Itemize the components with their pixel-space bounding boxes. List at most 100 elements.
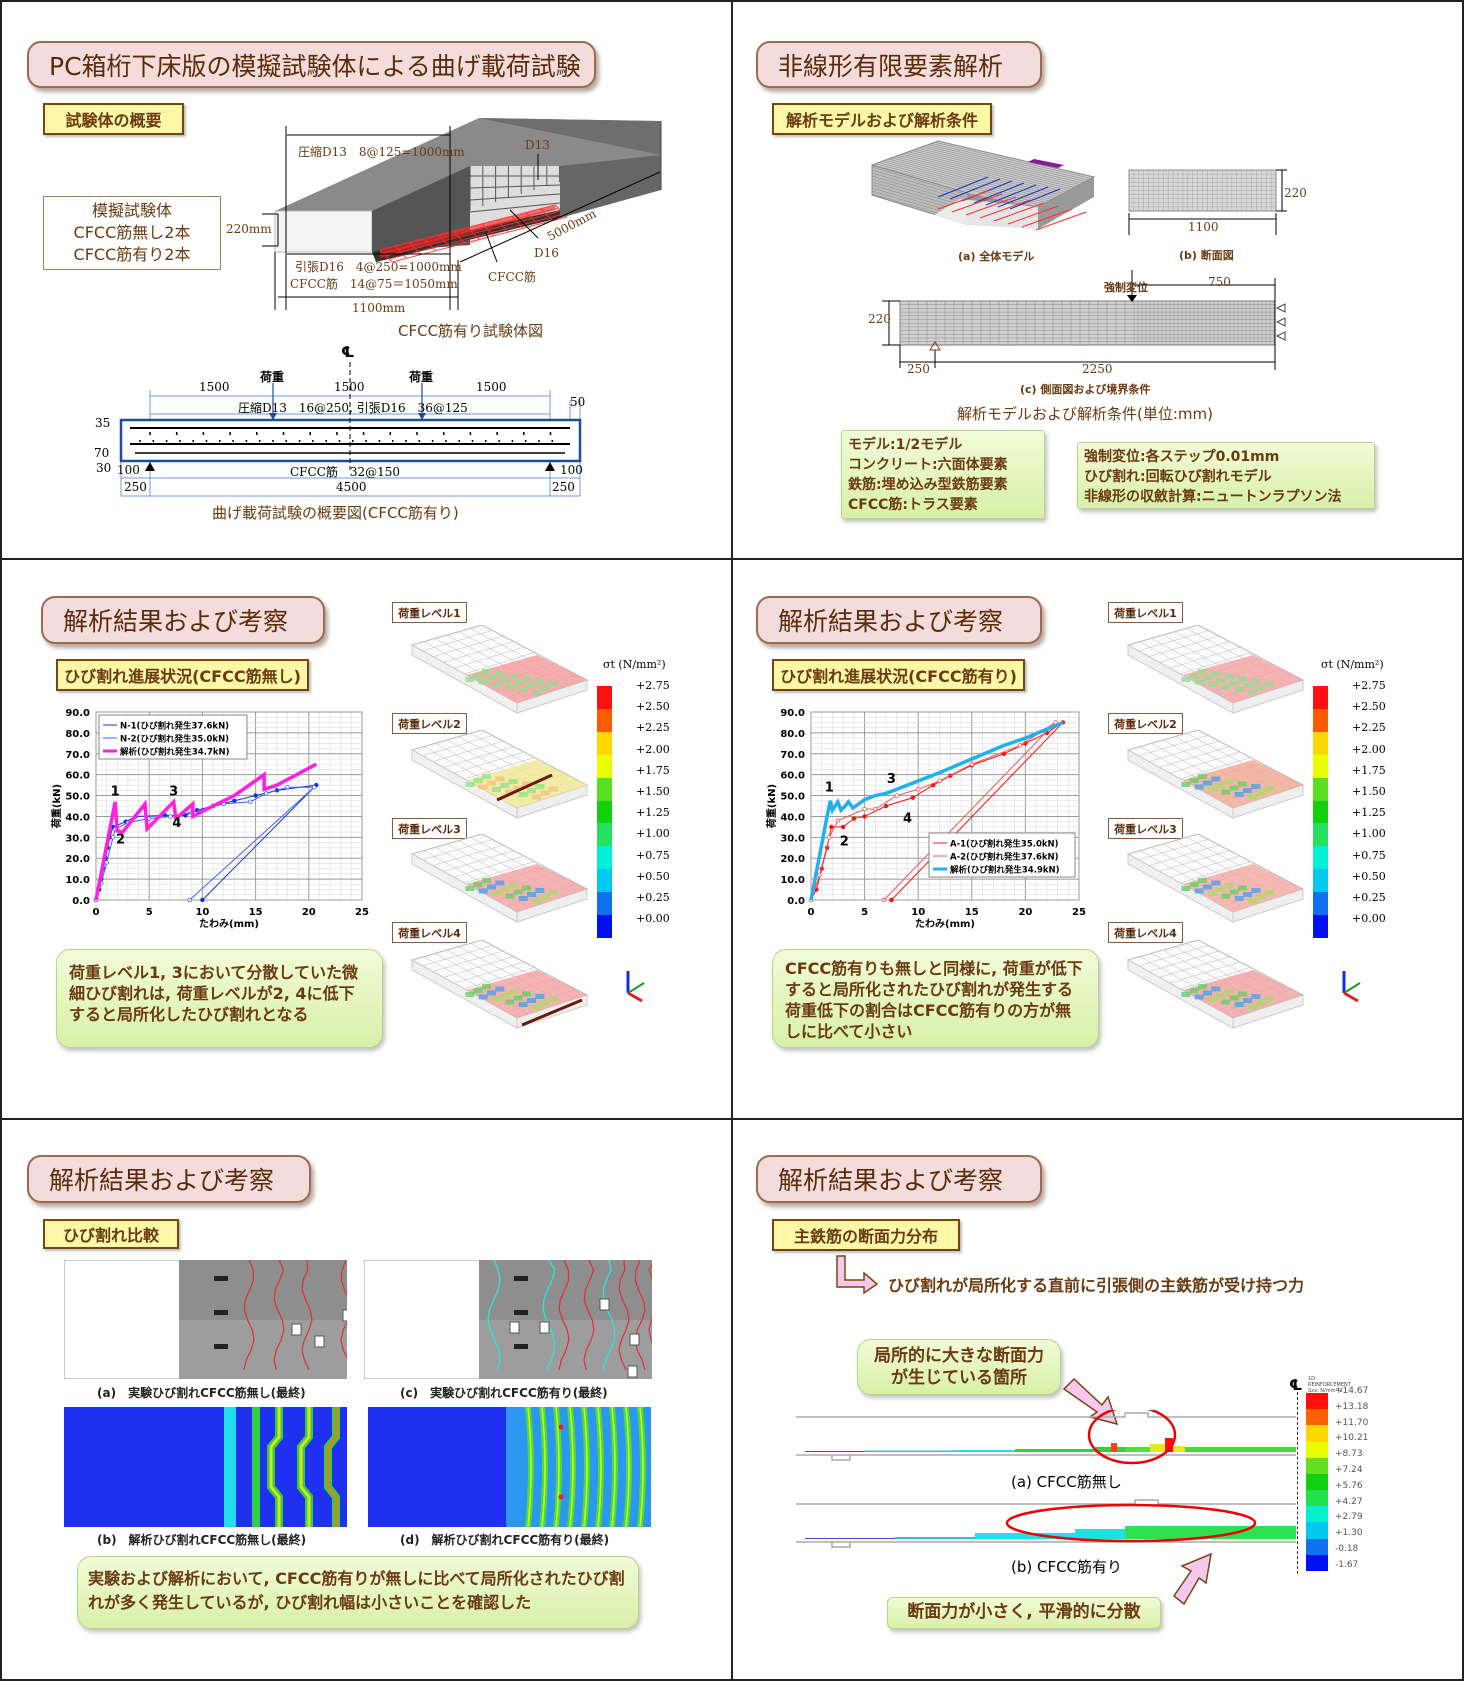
y-tick-label: 60.0 — [780, 771, 805, 782]
gauge-mark — [214, 1276, 228, 1281]
force-segment — [805, 1451, 865, 1452]
height-label: 220mm — [226, 222, 272, 236]
caption-without-cfcc: (a) CFCC筋無し — [1011, 1473, 1122, 1491]
colorbar-tick-label: +2.50 — [636, 700, 670, 714]
data-point — [873, 806, 878, 812]
crack-line — [618, 1260, 630, 1371]
y-tick-label: 40.0 — [65, 812, 90, 823]
data-point — [969, 762, 974, 767]
stress-spot — [1198, 878, 1207, 883]
stress-spot — [1256, 790, 1266, 796]
stress-spot — [513, 680, 523, 686]
condition-line: CFCC筋:トラス要素 — [848, 497, 978, 513]
stress-spot — [1248, 689, 1257, 695]
dim-30: 30 — [96, 461, 112, 475]
stress-spot — [532, 898, 541, 904]
stress-spot — [522, 676, 531, 682]
condition-line: 非線形の収斂計算:ニュートンラプソン法 — [1084, 489, 1342, 505]
x-tick-label: 25 — [355, 907, 369, 918]
force-segment — [1125, 1447, 1150, 1452]
stress-spot — [1251, 888, 1261, 893]
crack-line — [634, 1260, 646, 1371]
dim-250-right: 250 — [552, 480, 575, 494]
dim-2250: 2250 — [1082, 362, 1113, 376]
load-label-left: 荷重 — [260, 370, 285, 384]
cfcc-label: CFCC筋 — [488, 270, 536, 284]
stress-spot — [478, 679, 488, 685]
load-level-3-label: 荷重レベル3 — [392, 818, 467, 839]
stress-spot — [1203, 990, 1212, 996]
colorbar-tick-label: +14.67 — [1335, 1386, 1369, 1396]
model-conditions-box: モデル:1/2モデル コンクリート:六面体要素 鉄筋:埋め込み型鉄筋要素 CFC… — [841, 430, 1045, 519]
stress-spot — [482, 878, 491, 883]
stress-spot — [527, 788, 536, 793]
colorbar-tick-label: +1.50 — [636, 785, 670, 798]
crack-band-core — [541, 1407, 546, 1527]
crack-line — [301, 1260, 313, 1371]
colorbar-swatch — [597, 800, 612, 824]
gauge-mark — [514, 1344, 528, 1349]
load-level-3-label: 荷重レベル3 — [1108, 818, 1183, 839]
stress-spot — [505, 789, 515, 795]
stress-contour-level-1 — [410, 625, 589, 714]
slide-title: 解析結果および考察 — [756, 1155, 1042, 1203]
stress-spot — [1224, 674, 1234, 679]
analysis-crack-contour-with-cfcc — [368, 1407, 651, 1527]
force-segment — [1111, 1443, 1117, 1452]
y-tick-label: 20.0 — [65, 854, 90, 865]
colorbar-tick-label: +2.50 — [1352, 700, 1386, 714]
force-segment — [865, 1450, 955, 1452]
load-level-4-label: 荷重レベル4 — [1108, 922, 1183, 943]
stress-spot — [473, 882, 483, 887]
stress-spot — [540, 685, 550, 691]
crack-tag — [539, 1321, 550, 1334]
force-segment — [1185, 1447, 1296, 1452]
data-point — [937, 778, 942, 784]
specimen-caption: CFCC筋有り試験体図 — [398, 322, 544, 340]
data-point — [851, 816, 857, 821]
specimen-line: 模擬試験体 — [91, 201, 172, 220]
crack-point-annotation: 4 — [172, 816, 181, 831]
rebar-force-colorbar — [1306, 1393, 1328, 1571]
slide-title: 解析結果および考察 — [756, 596, 1042, 644]
colorbar-swatch — [1313, 777, 1328, 801]
colorbar-swatch — [1306, 1506, 1328, 1523]
data-point — [915, 787, 921, 792]
stress-spot — [1211, 671, 1221, 677]
colorbar-tick-label: +0.00 — [636, 912, 670, 926]
legend-entry: A-1(ひび割れ発生35.0kN) — [950, 839, 1059, 850]
rebar-force-description: ひび割れが局所化する直前に引張側の主鉄筋が受け持つ力 — [888, 1276, 1305, 1295]
data-point — [862, 806, 867, 812]
stress-spot — [518, 792, 528, 797]
crack-point-annotation: 4 — [903, 812, 912, 827]
stress-spot — [513, 889, 523, 895]
crack-line-cyan — [602, 1260, 616, 1371]
y-tick-label: 40.0 — [780, 812, 805, 823]
legend-box — [98, 714, 248, 760]
stress-contour-level-4 — [410, 940, 589, 1029]
cfcc-layout-label: CFCC筋 32@150 — [290, 465, 401, 479]
colorbar-tick-label: +2.79 — [1335, 1512, 1363, 1523]
caption-d: (d) 解析ひび割れCFCC筋有り(最終) — [400, 1533, 610, 1547]
stress-spot — [540, 894, 550, 900]
dim-4500: 4500 — [336, 480, 367, 494]
legend-box — [928, 832, 1076, 878]
stress-spot — [1221, 789, 1231, 795]
stress-spot — [522, 991, 531, 997]
crack-point-annotation: 3 — [169, 785, 178, 800]
localized-crack-line — [521, 998, 583, 1027]
stress-spot — [540, 1000, 550, 1006]
data-point — [168, 814, 173, 819]
stress-spot — [505, 999, 515, 1005]
legend-entry: N-1(ひび割れ発生37.6kN) — [120, 721, 229, 732]
section-label: 解析モデルおよび解析条件 — [772, 103, 992, 135]
crack-point-annotation: 1 — [111, 785, 120, 800]
callout-smooth-distribution: 断面力が小さく, 平滑的に分散 — [887, 1597, 1161, 1629]
data-point — [910, 795, 916, 800]
crack-band-core — [625, 1407, 630, 1527]
stress-spot — [500, 887, 510, 892]
stress-spot — [487, 990, 496, 996]
crack-tag — [314, 1335, 325, 1348]
stress-spot — [540, 790, 550, 796]
load-deflection-chart-without-cfcc: 0.010.020.030.040.050.060.070.080.090.00… — [50, 708, 369, 930]
